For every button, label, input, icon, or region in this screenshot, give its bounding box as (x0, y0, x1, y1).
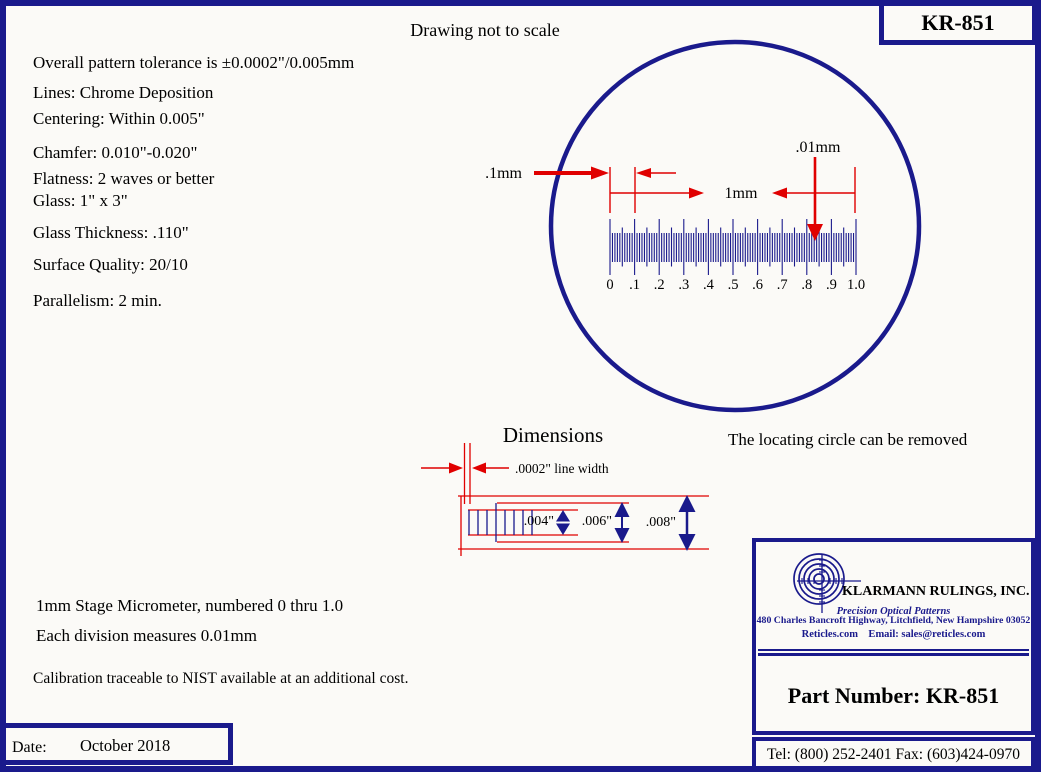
note-stage-micrometer: 1mm Stage Micrometer, numbered 0 thru 1.… (36, 596, 344, 615)
company-address: 480 Charles Bancroft Highway, Litchfield… (756, 614, 1031, 626)
part-number: Part Number: KR-851 (787, 683, 1000, 708)
company-info-box: KLARMANN RULINGS, INC. Precision Optical… (752, 538, 1035, 735)
line-width-figure (421, 443, 509, 504)
ruler-tick-label: .9 (825, 277, 837, 293)
dim-label-tenth-mm: .1mm (485, 165, 522, 182)
ruler-tick-label: .5 (727, 277, 739, 293)
phone-fax: Tel: (800) 252-2401 Fax: (603)424-0970 (767, 745, 1020, 763)
spec-line-surface: Surface Quality: 20/10 (33, 255, 188, 274)
locating-circle (548, 39, 922, 413)
ruler-tick-label: 0 (606, 277, 614, 293)
company-web-email: Reticles.com Email: sales@reticles.com (801, 629, 986, 640)
ruler-tick-label: 1.0 (846, 277, 866, 293)
drawing-note: Drawing not to scale (410, 20, 560, 40)
divider-line-thick (758, 653, 1029, 656)
date-value: October 2018 (80, 736, 171, 755)
dimension-arrows (534, 157, 856, 241)
spec-line-flatness: Flatness: 2 waves or better (33, 169, 215, 188)
dim-label-division-mm: .01mm (795, 139, 841, 156)
tick-dim-label-008: .008" (645, 515, 676, 530)
spec-line-tolerance: Overall pattern tolerance is ±0.0002"/0.… (33, 53, 355, 72)
spec-line-glass: Glass: 1" x 3" (33, 191, 128, 210)
company-name: KLARMANN RULINGS, INC. (842, 584, 1030, 599)
line-width-label: .0002" line width (515, 461, 609, 476)
ruler-tick-label: .4 (702, 277, 714, 293)
phone-box: Tel: (800) 252-2401 Fax: (603)424-0970 (752, 737, 1035, 772)
ruler-tick-label: .7 (776, 277, 788, 293)
tick-dim-label-006: .006" (581, 514, 612, 529)
micrometer-scale-ticks (609, 219, 857, 275)
note-calibration: Calibration traceable to NIST available … (33, 670, 409, 687)
dim-label-full-mm: 1mm (724, 185, 758, 202)
note-division: Each division measures 0.01mm (36, 626, 257, 645)
arrow-006 (614, 502, 630, 543)
company-tagline: Precision Optical Patterns (836, 606, 951, 617)
ruler-tick-label: .8 (801, 277, 813, 293)
ruler-tick-label: .1 (629, 277, 641, 293)
part-code-box: KR-851 (879, 0, 1037, 45)
ruler-tick-label: .2 (653, 277, 665, 293)
arrow-008 (678, 495, 696, 551)
date-label: Date: (12, 739, 47, 756)
tick-dim-label-004: .004" (523, 514, 554, 529)
spec-line-parallelism: Parallelism: 2 min. (33, 291, 162, 310)
spec-line-thickness: Glass Thickness: .110" (33, 223, 189, 242)
spec-line-chamfer: Chamfer: 0.010"-0.020" (33, 143, 198, 162)
date-box: Date: October 2018 (0, 723, 233, 765)
ruler-tick-label: .3 (678, 277, 690, 293)
ruler-tick-label: .6 (752, 277, 764, 293)
dimensions-heading: Dimensions (502, 423, 604, 447)
locating-circle-note: The locating circle can be removed (728, 430, 968, 449)
part-code: KR-851 (921, 9, 995, 35)
micrometer-scale-numerals: 0 .1 .2 .3 .4 .5 .6 .7 .8 .9 1.0 (0, 277, 1041, 297)
spec-line-centering: Centering: Within 0.005" (33, 109, 205, 128)
spec-line-lines: Lines: Chrome Deposition (33, 83, 214, 102)
divider-line-thin (758, 649, 1029, 651)
